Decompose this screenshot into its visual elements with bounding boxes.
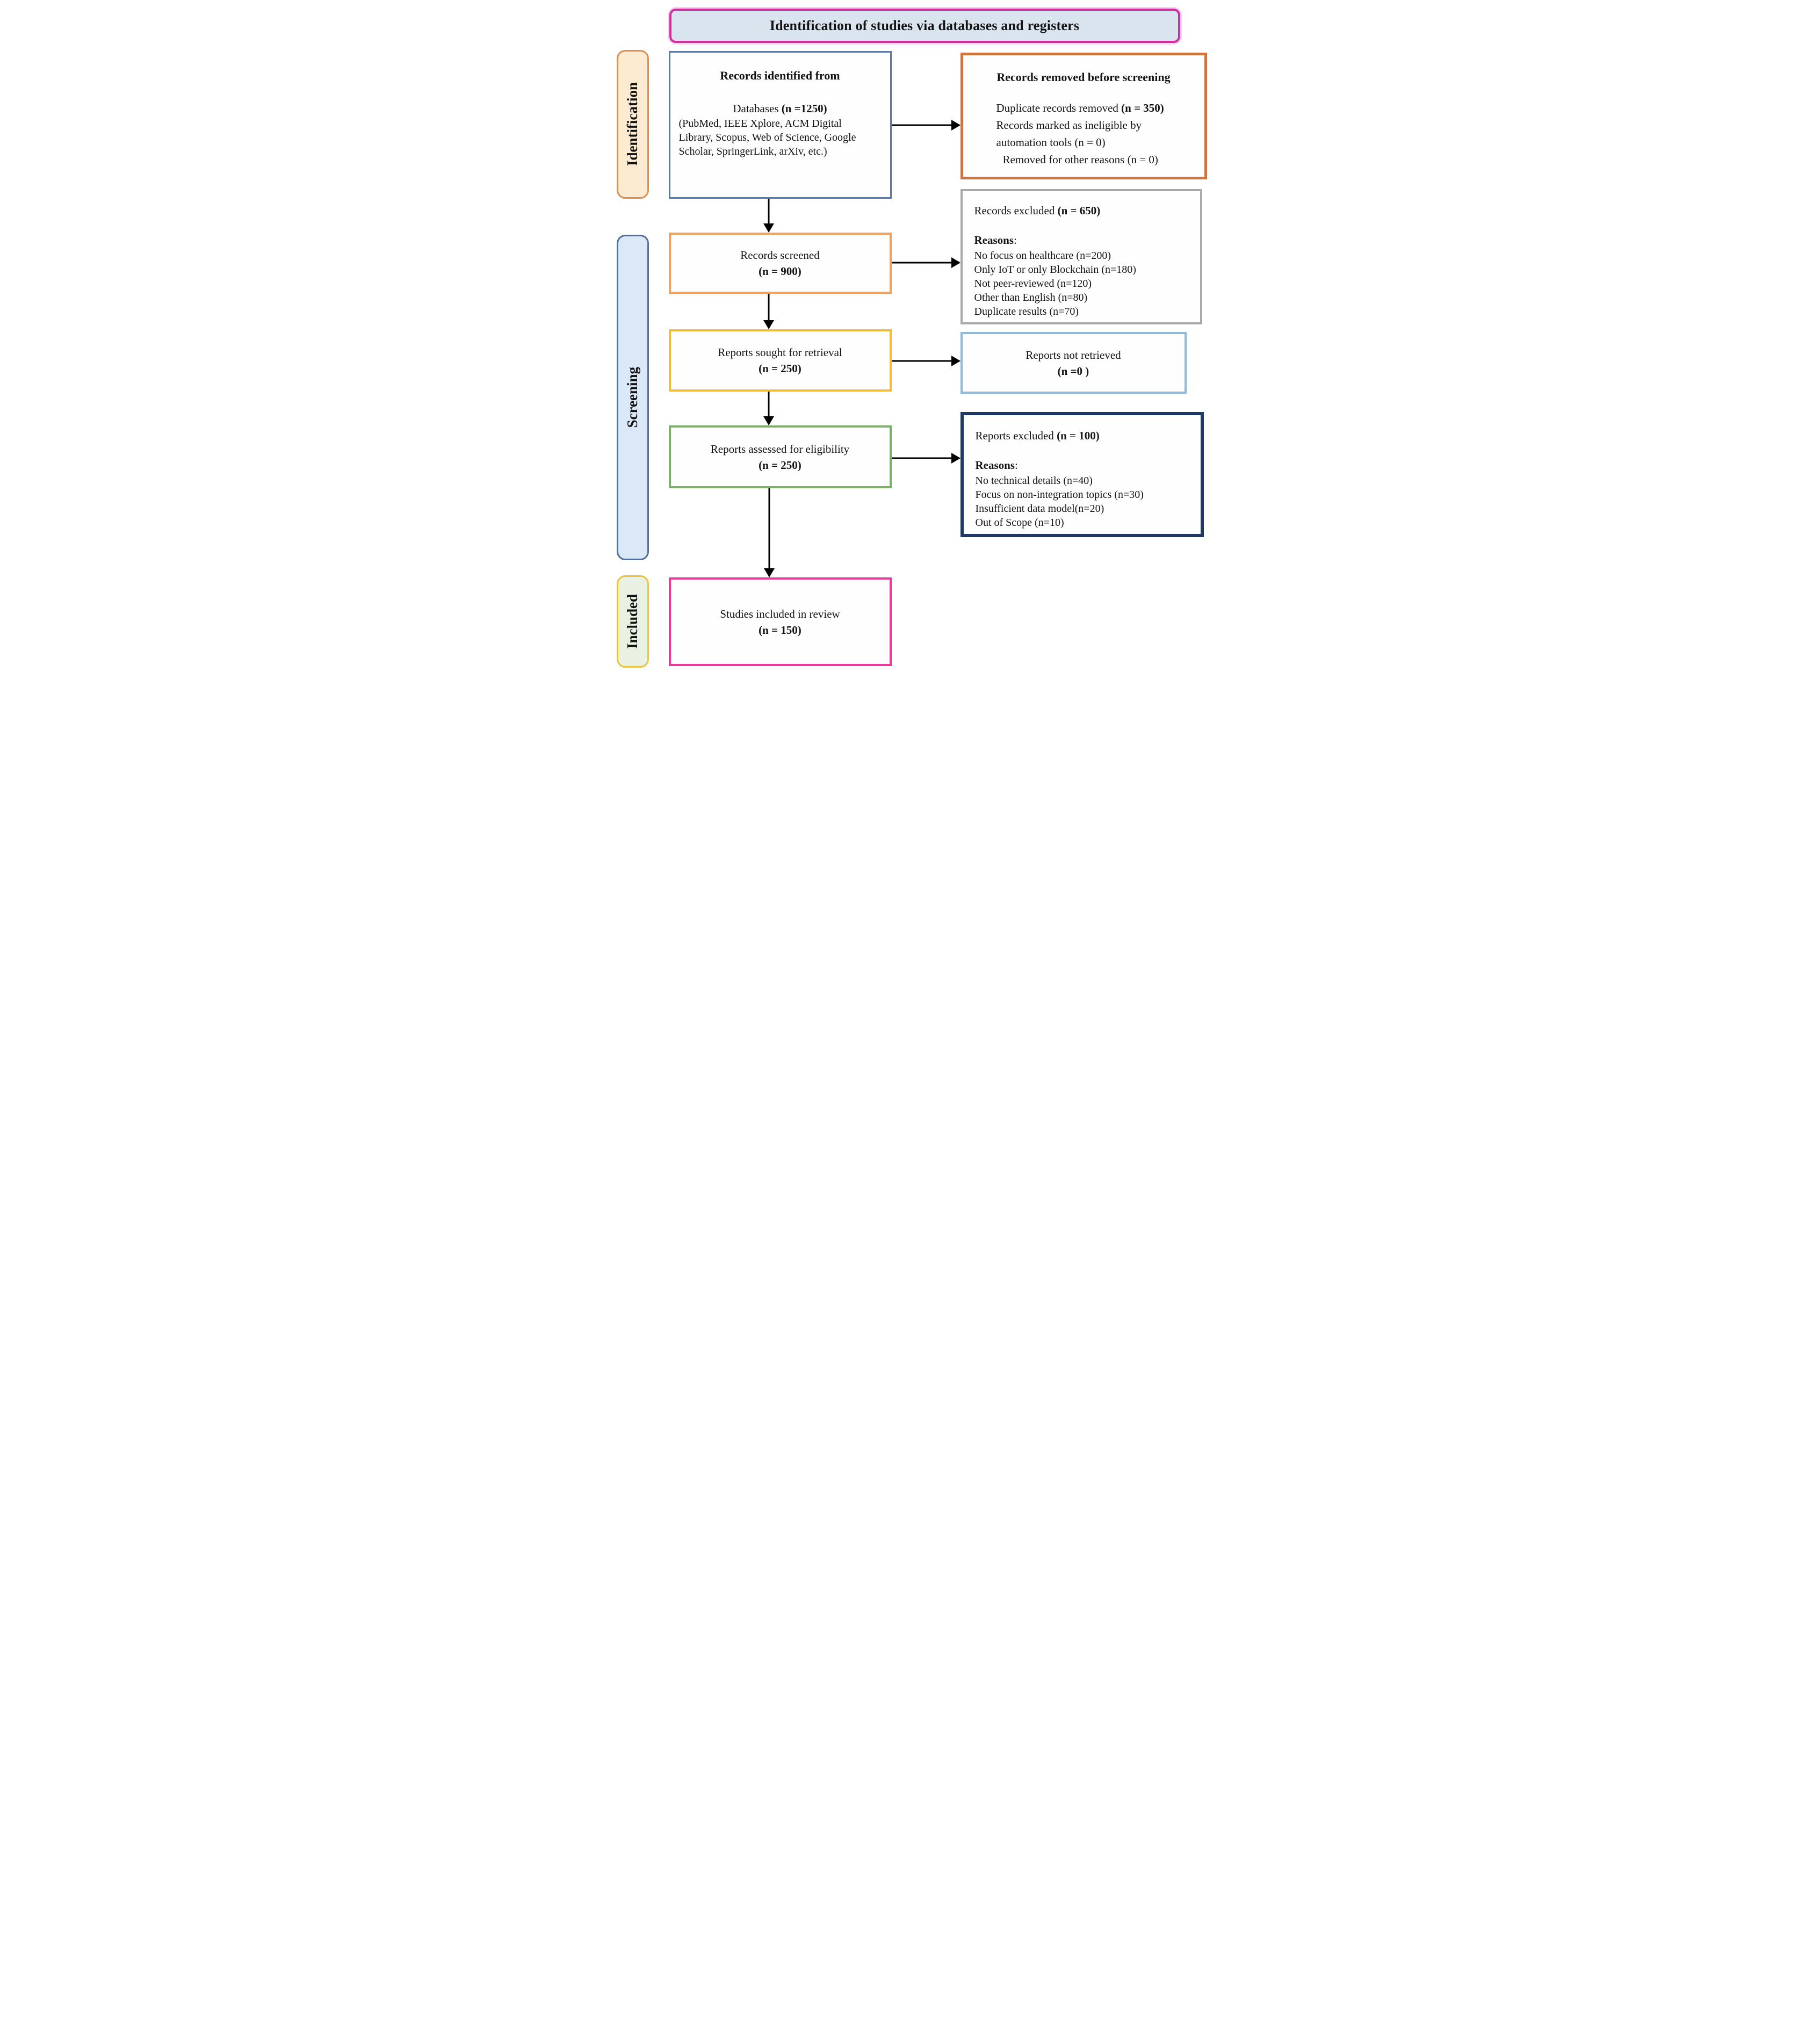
records-excluded-reasons-title: Reasons: <box>974 234 1193 247</box>
reports-not-retrieved-count: (n =0 ) <box>1057 364 1089 378</box>
reports-sought-count: (n = 250) <box>759 362 801 375</box>
stage-label-screening: Screening <box>616 235 649 560</box>
reason-line: Focus on non-integration topics (n=30) <box>975 489 1144 501</box>
arrow-assessed-to-reports-excluded <box>891 453 960 464</box>
box-reports-not-retrieved: Reports not retrieved (n =0 ) <box>960 332 1187 394</box>
arrowhead-down <box>763 320 774 329</box>
reasons-word: Reasons <box>974 234 1014 247</box>
arrowhead-right <box>951 120 960 131</box>
reason-line: Other than English (n=80) <box>974 292 1088 303</box>
databases-count: (n =1250) <box>781 102 827 115</box>
records-screened-label: Records screened <box>740 249 820 262</box>
arrow-line <box>768 488 770 576</box>
studies-included-label: Studies included in review <box>720 607 840 620</box>
stage-label-identification: Identification <box>616 50 649 199</box>
box-reports-excluded: Reports excluded (n = 100) Reasons: No t… <box>960 412 1204 537</box>
arrow-identified-to-screened <box>763 199 774 233</box>
reports-not-retrieved-label: Reports not retrieved <box>1025 348 1121 361</box>
arrow-line <box>768 199 769 232</box>
arrow-line <box>891 124 959 126</box>
box-reports-assessed: Reports assessed for eligibility (n = 25… <box>668 425 892 488</box>
databases-label: Databases <box>733 102 782 115</box>
reports-excluded-heading: Reports excluded (n = 100) <box>976 429 1193 443</box>
reports-sought-label: Reports sought for retrieval <box>718 346 842 359</box>
records-screened-count: (n = 900) <box>759 265 801 278</box>
arrow-assessed-to-included <box>763 488 775 577</box>
records-identified-subline: Databases (n =1250) <box>679 102 882 115</box>
box-records-identified: Records identified from Databases (n =12… <box>668 51 892 199</box>
arrow-line <box>891 360 959 362</box>
reason-line: Out of Scope (n=10) <box>975 517 1064 529</box>
arrow-line <box>891 457 959 459</box>
diagram-title: Identification of studies via databases … <box>769 18 1080 33</box>
arrow-line <box>768 392 769 424</box>
stage-label-included: Included <box>616 575 649 668</box>
reports-excluded-reasons-title: Reasons: <box>976 459 1193 472</box>
arrowhead-right <box>951 257 960 268</box>
box-records-excluded: Records excluded (n = 650) Reasons: No f… <box>960 189 1202 324</box>
arrow-line <box>768 294 769 328</box>
box-studies-included: Studies included in review (n = 150) <box>668 577 892 666</box>
arrowhead-down <box>763 223 774 233</box>
records-removed-heading: Records removed before screening <box>996 70 1171 84</box>
duplicate-records-count: (n = 350) <box>1121 102 1164 114</box>
arrow-line <box>891 262 959 264</box>
reason-line: No focus on healthcare (n=200) <box>974 250 1111 262</box>
arrow-screened-to-sought <box>763 294 774 329</box>
prisma-flow-diagram: Identification of studies via databases … <box>606 0 1214 675</box>
reports-assessed-label: Reports assessed for eligibility <box>710 442 850 455</box>
title-banner: Identification of studies via databases … <box>669 9 1180 43</box>
ineligible-records-line: Records marked as ineligible by automati… <box>996 119 1142 149</box>
stage-label-included-text: Included <box>624 594 640 649</box>
arrow-screened-to-excluded <box>891 257 960 268</box>
databases-list: (PubMed, IEEE Xplore, ACM Digital Librar… <box>678 118 856 157</box>
records-identified-heading: Records identified from <box>720 69 840 82</box>
reason-line: Insufficient data model(n=20) <box>975 503 1104 515</box>
stage-label-identification-text: Identification <box>624 82 640 167</box>
reports-excluded-label: Reports excluded <box>975 429 1057 442</box>
arrowhead-down <box>763 568 775 577</box>
studies-included-count: (n = 150) <box>759 623 801 637</box>
box-reports-sought: Reports sought for retrieval (n = 250) <box>668 329 892 392</box>
arrow-sought-to-not-retrieved <box>891 356 960 366</box>
arrowhead-right <box>951 356 960 366</box>
records-removed-body: Duplicate records removed (n = 350) Reco… <box>973 99 1195 168</box>
reasons-word: Reasons <box>975 459 1015 472</box>
duplicate-records-line: Duplicate records removed (n = 350) <box>996 99 1195 117</box>
reason-line: No technical details (n=40) <box>975 475 1093 487</box>
box-records-removed: Records removed before screening Duplica… <box>960 53 1207 179</box>
arrowhead-down <box>763 416 774 425</box>
arrowhead-right <box>951 453 960 464</box>
reports-excluded-count: (n = 100) <box>1057 429 1100 442</box>
reason-line: Not peer-reviewed (n=120) <box>974 278 1092 290</box>
duplicate-records-label: Duplicate records removed <box>996 102 1122 114</box>
records-excluded-heading: Records excluded (n = 650) <box>974 204 1193 218</box>
arrow-identified-to-removed <box>891 120 960 131</box>
reasons-colon: : <box>1015 459 1018 472</box>
reason-line: Only IoT or only Blockchain (n=180) <box>974 264 1136 276</box>
reports-assessed-count: (n = 250) <box>759 458 801 472</box>
other-reasons-line: Removed for other reasons (n = 0) <box>1002 153 1158 166</box>
arrow-sought-to-assessed <box>763 392 774 425</box>
reasons-colon: : <box>1014 234 1017 247</box>
reason-line: Duplicate results (n=70) <box>974 306 1079 317</box>
records-excluded-label: Records excluded <box>974 204 1058 217</box>
box-records-screened: Records screened (n = 900) <box>668 233 892 294</box>
stage-label-screening-text: Screening <box>624 367 640 428</box>
records-excluded-count: (n = 650) <box>1057 204 1101 217</box>
